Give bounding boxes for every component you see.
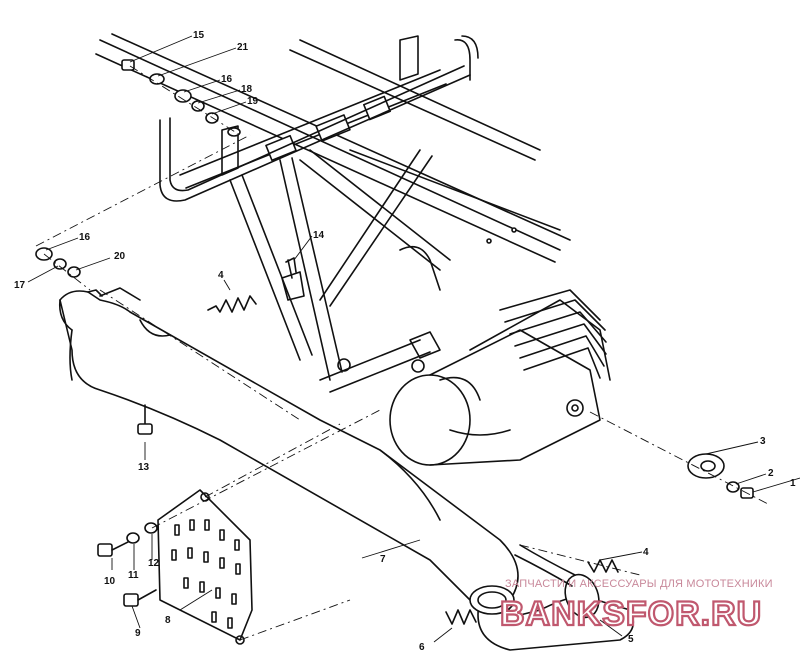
leader-lines	[27, 35, 800, 643]
spring-6	[445, 609, 477, 625]
callout-20: 20	[114, 251, 126, 262]
washer-12	[144, 522, 158, 534]
callout-7: 7	[380, 554, 386, 565]
bolt-9	[123, 593, 139, 607]
callout-5: 5	[628, 634, 634, 645]
callout-4-upper: 4	[218, 270, 224, 281]
callout-6: 6	[419, 642, 425, 653]
callout-15: 15	[193, 30, 205, 41]
callout-16-lower: 16	[79, 232, 91, 243]
bolt-14	[287, 259, 293, 279]
engine	[389, 289, 611, 466]
heat-shield-slots	[171, 519, 241, 629]
watermark-brand: BANKSFOR.RU	[500, 595, 762, 633]
callout-12: 12	[148, 558, 160, 569]
callout-8: 8	[165, 615, 171, 626]
callout-11: 11	[128, 570, 139, 581]
callout-16-upper: 16	[221, 74, 233, 85]
watermark: ЗАПЧАСТИ И АКСЕССУАРЫ ДЛЯ МОТОТЕХНИКИ BA…	[499, 578, 773, 634]
callout-13: 13	[138, 462, 150, 473]
washer-21	[149, 73, 165, 85]
callout-4-lower: 4	[643, 547, 649, 558]
watermark-tagline: ЗАПЧАСТИ И АКСЕССУАРЫ ДЛЯ МОТОТЕХНИКИ	[505, 578, 773, 590]
washer-11	[126, 532, 140, 544]
flange-3	[687, 453, 725, 479]
callout-numbers: 15 21 16 18 19 16 17 20 14 4 13 3 2 1 7 …	[14, 30, 796, 653]
nut-15	[121, 59, 135, 71]
bushing-18	[191, 100, 205, 112]
small-parts	[35, 59, 754, 625]
spring-4b	[587, 559, 619, 573]
callout-14: 14	[313, 230, 325, 241]
frame	[95, 33, 571, 393]
nut-20	[67, 266, 81, 278]
assembly-lines	[35, 65, 771, 641]
muffler-exhaust-pipe	[58, 287, 519, 601]
spring-4a	[207, 295, 257, 313]
grommet-16a	[174, 89, 192, 103]
washer-19	[205, 112, 219, 124]
callout-2: 2	[768, 468, 774, 479]
callout-18: 18	[241, 84, 253, 95]
bolt-10	[97, 543, 113, 557]
exhaust-elbow	[469, 544, 635, 651]
callout-10: 10	[104, 576, 116, 587]
callout-17: 17	[14, 280, 26, 291]
callout-19: 19	[247, 96, 259, 107]
heat-shield	[157, 489, 253, 645]
callout-3: 3	[760, 436, 766, 447]
callout-9: 9	[135, 628, 141, 639]
callout-21: 21	[237, 42, 249, 53]
callout-1: 1	[790, 478, 796, 489]
